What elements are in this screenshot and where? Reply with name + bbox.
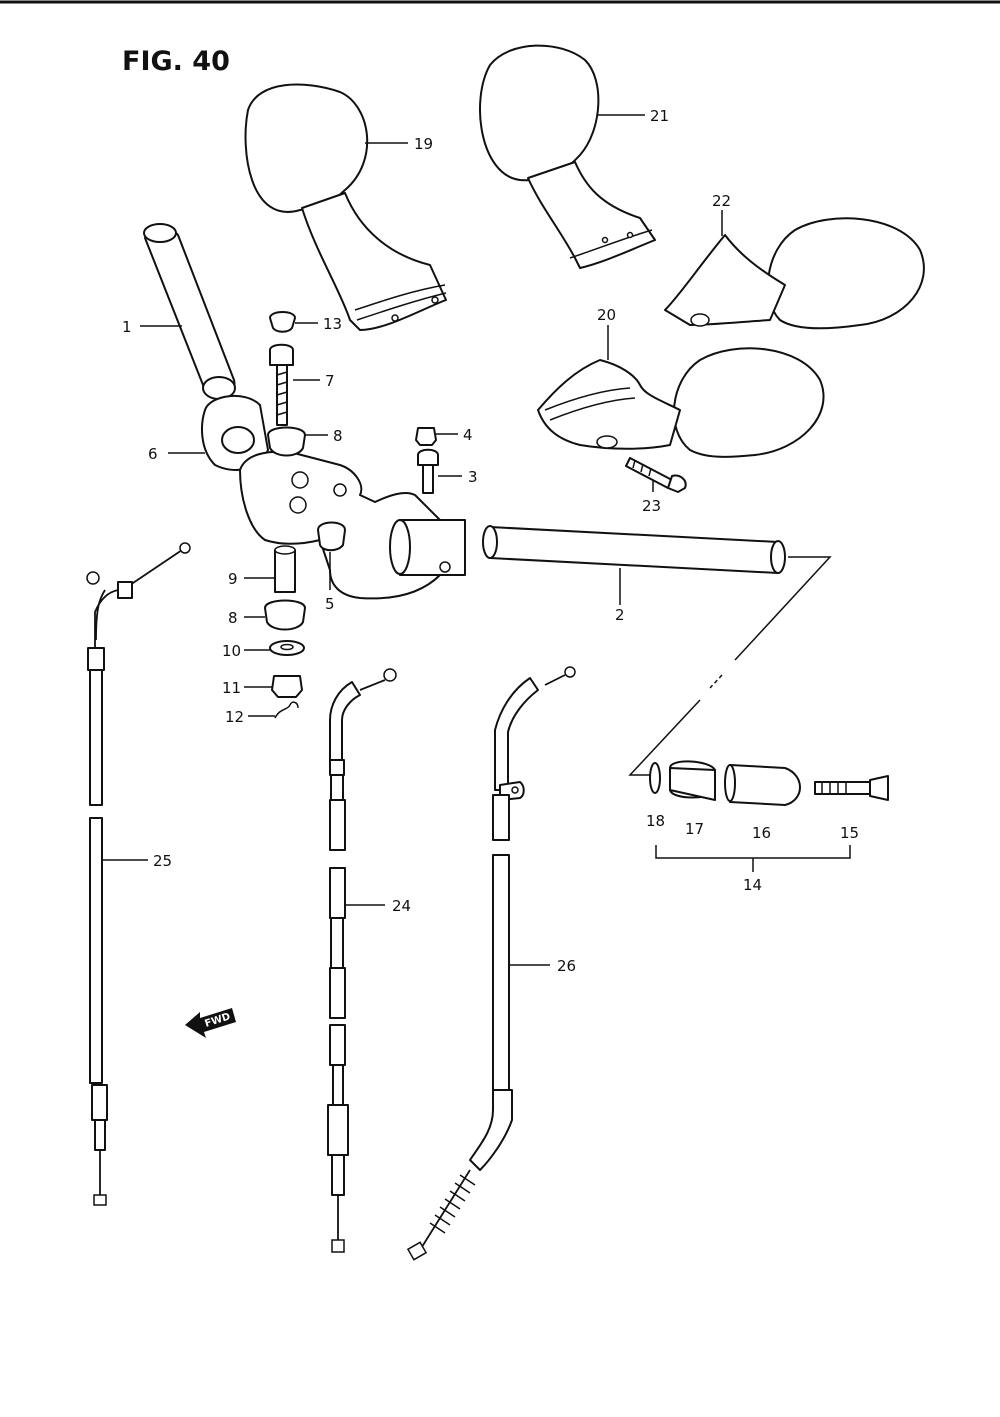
cushion-8-bottom xyxy=(264,599,306,631)
callout-25: 25 xyxy=(153,852,172,870)
callout-18: 18 xyxy=(646,812,665,830)
callout-7: 7 xyxy=(325,372,335,390)
washer-10 xyxy=(269,640,305,656)
figure-title: FIG. 40 xyxy=(122,46,230,77)
bar-end-17 xyxy=(669,760,716,801)
bolt-7 xyxy=(269,343,294,426)
callout-22: 22 xyxy=(712,192,731,210)
cap-13 xyxy=(269,311,296,333)
callout-23: 23 xyxy=(642,497,661,515)
bolt-3 xyxy=(417,448,439,494)
callout-10: 10 xyxy=(222,642,241,660)
callout-20: 20 xyxy=(597,306,616,324)
callout-13: 13 xyxy=(323,315,342,333)
callout-6: 6 xyxy=(148,445,158,463)
mirror-20 xyxy=(537,347,825,458)
leader-lines xyxy=(102,114,851,966)
throttle-cable-26 xyxy=(406,666,576,1261)
callout-12: 12 xyxy=(225,708,244,726)
callout-21: 21 xyxy=(650,107,669,125)
mirror-19 xyxy=(244,83,447,331)
callout-labels: 1 2 3 4 5 6 7 8 8 9 10 11 12 13 14 15 16… xyxy=(122,107,859,975)
cushion-8-top xyxy=(267,426,306,457)
callout-8-bottom: 8 xyxy=(228,609,238,627)
bolt-23 xyxy=(625,457,687,493)
callout-16: 16 xyxy=(752,824,771,842)
cap-5 xyxy=(317,521,346,552)
callout-14: 14 xyxy=(743,876,762,894)
callout-26: 26 xyxy=(557,957,576,975)
spacer-9 xyxy=(274,545,296,593)
callout-11: 11 xyxy=(222,679,241,697)
handlebar-right-2 xyxy=(482,525,786,574)
forward-direction-arrow: FWD xyxy=(185,1008,236,1038)
bar-end-weight-16 xyxy=(724,764,801,806)
callout-9: 9 xyxy=(228,570,238,588)
callout-1: 1 xyxy=(122,318,132,336)
callout-2: 2 xyxy=(615,606,625,624)
callout-5: 5 xyxy=(325,595,335,613)
callout-17: 17 xyxy=(685,820,704,838)
handlebar-left-1 xyxy=(143,223,236,400)
callout-15: 15 xyxy=(840,824,859,842)
screw-15 xyxy=(814,775,889,801)
clutch-cable-25 xyxy=(86,542,191,1206)
nut-4 xyxy=(415,427,437,446)
callout-3: 3 xyxy=(468,468,478,486)
callout-24: 24 xyxy=(392,897,411,915)
mirror-22 xyxy=(664,217,925,330)
mirror-21 xyxy=(479,44,656,269)
callout-4: 4 xyxy=(463,426,473,444)
nut-11 xyxy=(271,675,303,698)
throttle-cable-24 xyxy=(327,668,397,1253)
clip-12 xyxy=(274,701,299,719)
bar-end-washer-18 xyxy=(649,762,661,794)
handlebar-holder xyxy=(239,450,466,600)
callout-8-top: 8 xyxy=(333,427,343,445)
callout-19: 19 xyxy=(414,135,433,153)
